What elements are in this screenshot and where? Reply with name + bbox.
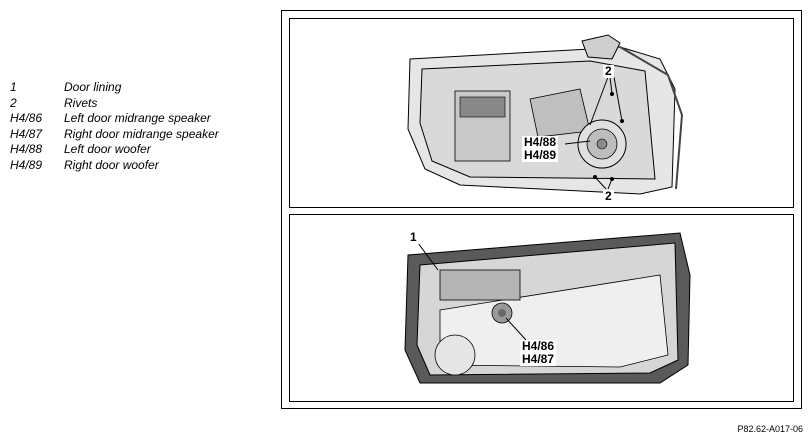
leader-line	[505, 317, 527, 341]
woofer-cap	[596, 138, 608, 150]
legend-code: H4/89	[10, 157, 43, 172]
callout-woofer-left: H4/88	[522, 135, 559, 149]
module-bracket	[459, 96, 506, 118]
callout-midrange-right: H4/87	[520, 352, 557, 366]
legend-desc: Right door midrange speaker	[64, 126, 219, 141]
panel-door-lining: 1 H4/86 H4/87	[289, 214, 794, 402]
legend-item: H4/87 Right door midrange speaker	[10, 127, 219, 143]
legend-item: H4/86 Left door midrange speaker	[10, 111, 219, 127]
leader-line	[564, 140, 591, 145]
legend-desc: Right door woofer	[64, 157, 159, 172]
callout-lining: 1	[408, 230, 419, 244]
legend-code: 1	[10, 80, 17, 94]
leader-line	[607, 178, 613, 190]
leader-line	[613, 76, 623, 122]
callout-woofer-right: H4/89	[522, 148, 559, 162]
leader-line	[417, 242, 439, 271]
legend-code: H4/88	[10, 142, 43, 157]
grill-circle	[434, 334, 476, 376]
mirror-shape	[581, 34, 621, 60]
legend: 1 Door lining 2 Rivets H4/86 Left door m…	[10, 80, 219, 174]
legend-code: H4/87	[10, 126, 43, 141]
door-frame-illustration	[407, 34, 684, 195]
window-edge	[619, 46, 684, 190]
door-lining-illustration	[404, 232, 691, 384]
reference-code: P82.62-A017-06	[737, 424, 803, 434]
legend-code: H4/86	[10, 111, 43, 126]
midrange-cap	[498, 309, 506, 317]
upper-bracket	[439, 269, 521, 301]
panel-door-frame: 2 2 H4/88 H4/89	[289, 18, 794, 208]
figure-frame: 2 2 H4/88 H4/89 1 H4/86 H4/87	[281, 10, 802, 409]
legend-item: H4/89 Right door woofer	[10, 158, 219, 174]
callout-midrange-left: H4/86	[520, 339, 557, 353]
leader-line	[589, 76, 609, 126]
callout-rivets: 2	[603, 64, 614, 78]
leader-line	[594, 176, 607, 190]
legend-item: H4/88 Left door woofer	[10, 142, 219, 158]
leader-line	[609, 76, 613, 95]
legend-item: 1 Door lining	[10, 80, 219, 96]
legend-desc: Rivets	[64, 95, 98, 110]
legend-desc: Left door midrange speaker	[64, 111, 211, 126]
legend-desc: Left door woofer	[64, 142, 151, 157]
legend-code: 2	[10, 95, 17, 110]
legend-desc: Door lining	[64, 80, 122, 94]
callout-rivets: 2	[603, 189, 614, 203]
legend-item: 2 Rivets	[10, 96, 219, 112]
